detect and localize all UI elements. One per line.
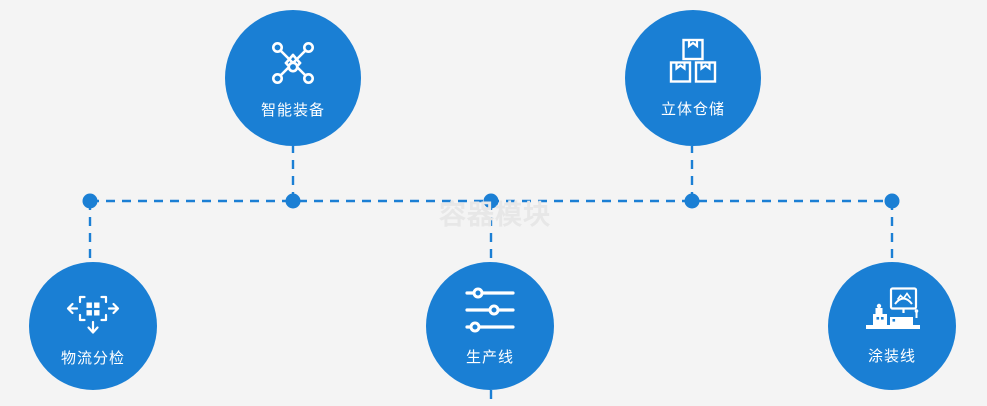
junction-dot-right[interactable] xyxy=(884,193,900,209)
node-label: 物流分检 xyxy=(60,349,125,367)
node-painting-line[interactable]: 涂装线 xyxy=(828,262,956,390)
node-smart-equipment[interactable]: 智能装备 xyxy=(225,10,361,146)
node-logistics-sorting[interactable]: 物流分检 xyxy=(29,262,157,390)
watermark-text: 容器模块 xyxy=(439,200,551,230)
paint-line-machine-icon xyxy=(863,286,921,333)
node-production-line[interactable]: 生产线 xyxy=(426,262,554,390)
node-stereoscopic-warehouse[interactable]: 立体仓储 xyxy=(625,10,761,146)
stacked-boxes-icon xyxy=(667,38,719,88)
node-label: 涂装线 xyxy=(867,347,916,365)
sliders-icon xyxy=(464,286,516,334)
node-label: 立体仓储 xyxy=(660,100,725,118)
network-nodes-icon xyxy=(267,37,319,89)
junction-dot-center[interactable] xyxy=(483,193,499,209)
node-label: 生产线 xyxy=(465,348,514,366)
parcel-sorting-icon xyxy=(66,285,120,335)
junction-dot-smart-equip[interactable] xyxy=(285,193,301,209)
junction-dot-left[interactable] xyxy=(82,193,98,209)
junction-dot-warehouse[interactable] xyxy=(684,193,700,209)
node-label: 智能装备 xyxy=(260,101,325,119)
